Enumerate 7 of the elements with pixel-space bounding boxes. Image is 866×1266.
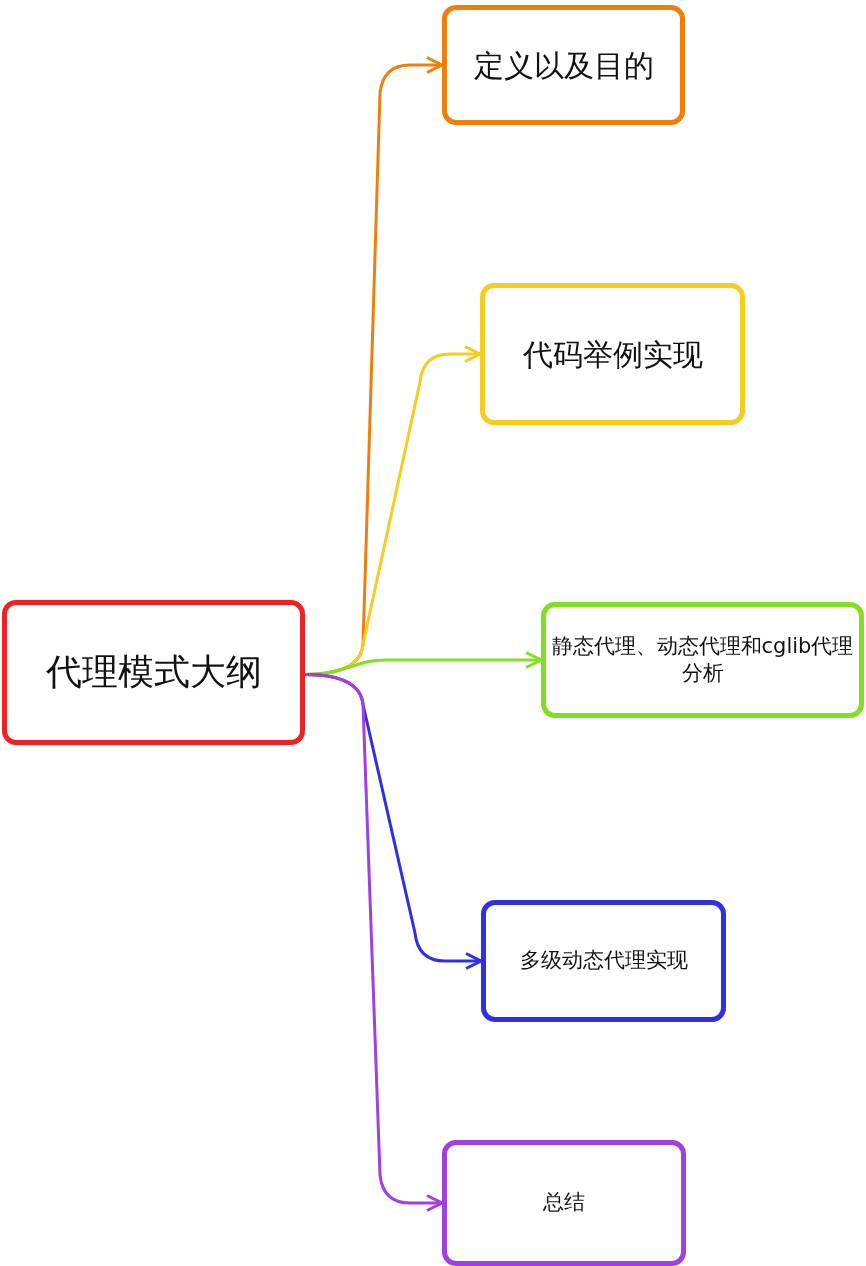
topic-box: 代理模式大纲 xyxy=(2,600,305,745)
subtopic-box: 多级动态代理实现 xyxy=(481,900,726,1022)
subtopic-box: 静态代理、动态代理和cglib代理分析 xyxy=(541,602,864,718)
subtopic-box: 总结 xyxy=(442,1140,686,1266)
arrow xyxy=(304,673,444,1212)
subtopic-box: 代码举例实现 xyxy=(480,283,745,425)
subtopic-box: 定义以及目的 xyxy=(442,5,685,125)
